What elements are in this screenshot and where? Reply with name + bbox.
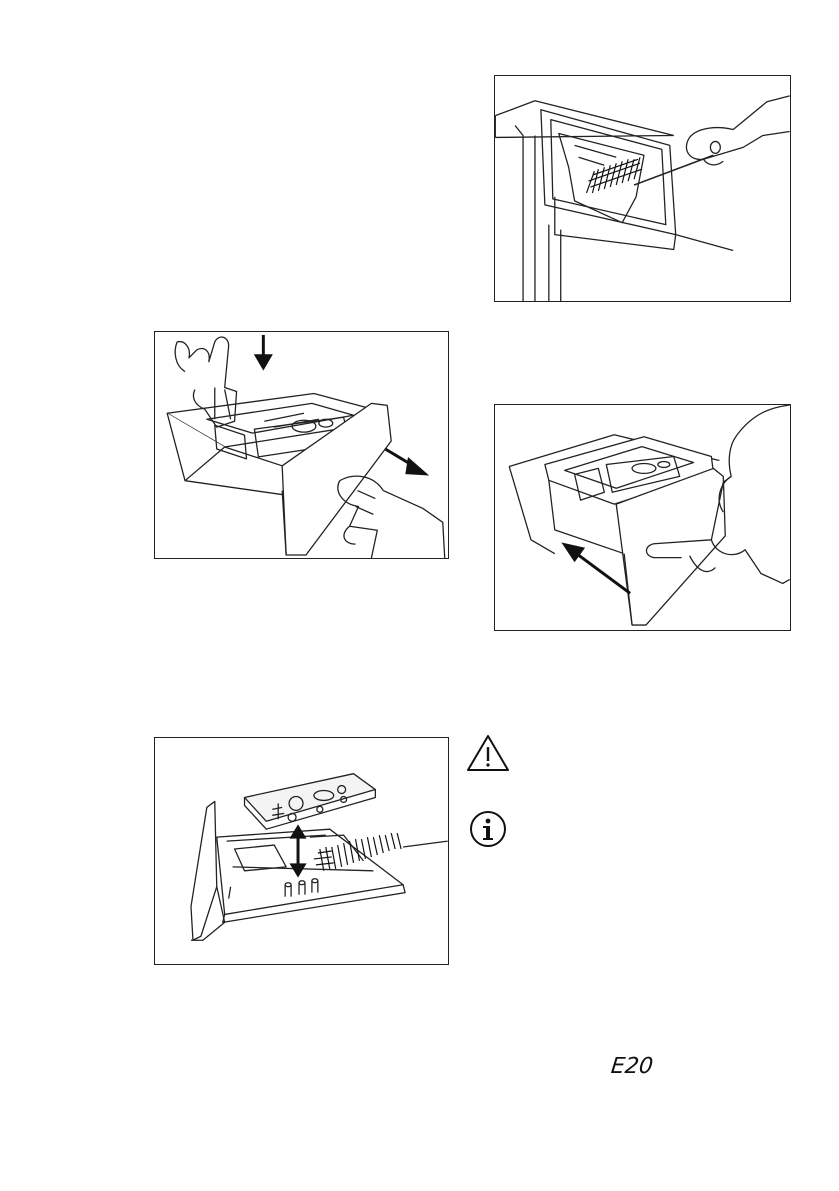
illustration-remove-drawer [155,332,448,558]
figure-clean-recess [494,75,791,302]
figure-remove-drawer [154,331,449,559]
illustration-insert-drawer [495,405,790,630]
illustration-clean-siphon [155,738,448,964]
error-code-display: E20 [610,1054,655,1079]
info-icon [469,810,507,848]
warning-triangle-icon [466,734,510,772]
illustration-clean-recess [495,76,790,301]
figure-insert-drawer [494,404,791,631]
figure-clean-siphon [154,737,449,965]
